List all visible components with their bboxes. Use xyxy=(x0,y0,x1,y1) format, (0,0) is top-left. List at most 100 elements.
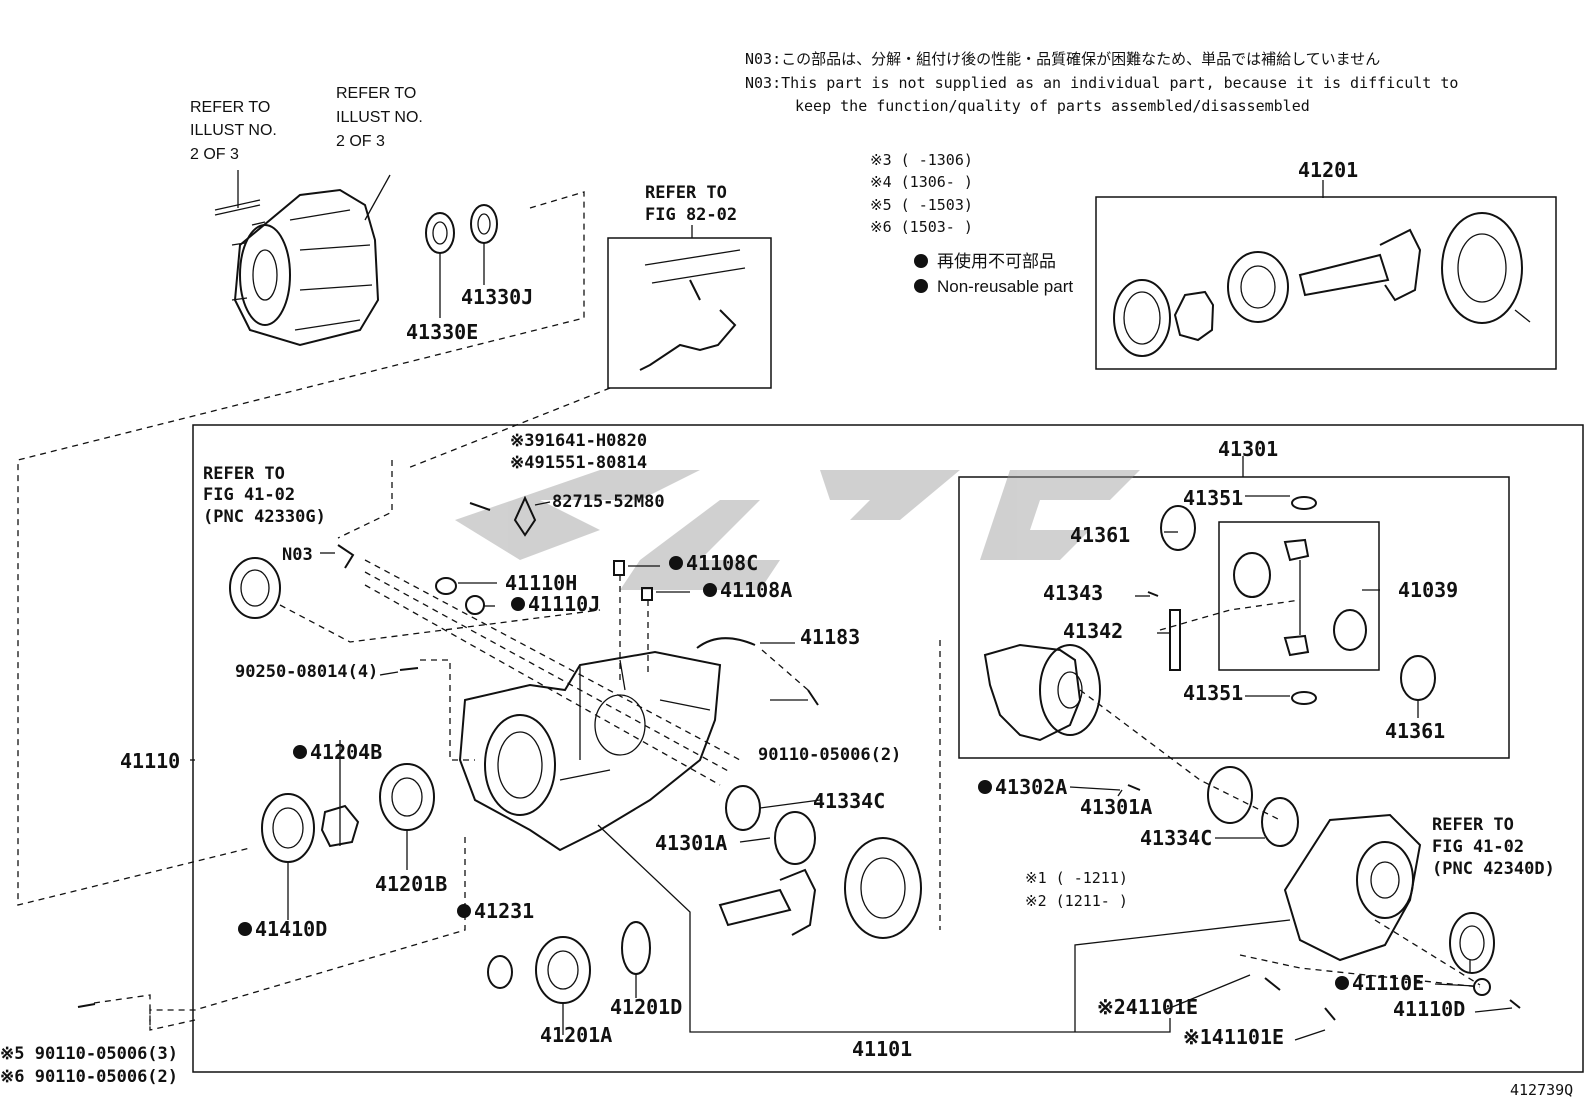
label-41330j[interactable]: 41330J xyxy=(461,285,533,309)
bearing-41201b xyxy=(379,763,435,831)
ring-pinion-kit-frame xyxy=(1095,196,1557,370)
label-41302a[interactable]: 41302A xyxy=(995,775,1067,799)
date-note-2: ※2 (1211- ) xyxy=(1025,892,1128,910)
label-41039[interactable]: 41039 xyxy=(1398,578,1458,602)
label-91641[interactable]: ※391641-H0820 xyxy=(510,431,647,451)
washer-41330e xyxy=(425,212,455,254)
label-41110[interactable]: 41110 xyxy=(120,749,180,773)
refer-illust-a-line3: 2 OF 3 xyxy=(190,146,239,163)
gasket-41110j xyxy=(465,595,485,615)
label-41330e[interactable]: 41330E xyxy=(406,320,478,344)
bearing-41301a-right xyxy=(1207,766,1253,824)
shaft-41342 xyxy=(1169,609,1181,671)
date-note-6: ※6 (1503- ) xyxy=(870,218,973,236)
label-41334c-right[interactable]: 41334C xyxy=(1140,826,1212,850)
pin-90250 xyxy=(399,667,419,671)
drive-pinion-drawing xyxy=(718,868,817,936)
nonreusable-dot-41108a xyxy=(703,583,717,597)
date-note-5: ※5 ( -1503) xyxy=(870,196,973,214)
shim-41334c-right xyxy=(1261,797,1299,847)
label-41361-right[interactable]: 41361 xyxy=(1385,719,1445,743)
bolt-91641 xyxy=(469,502,491,511)
label-82715[interactable]: 82715-52M80 xyxy=(552,492,665,512)
refer-illust-b-line1: REFER TO xyxy=(336,85,416,102)
note-n03-jp: N03:この部品は、分解・組付け後の性能・品質確保が困難なため、単品では補給して… xyxy=(745,50,1380,68)
washer-41361-top xyxy=(1160,505,1196,551)
seal-41410d xyxy=(261,793,315,863)
label-41343[interactable]: 41343 xyxy=(1043,581,1103,605)
label-41342[interactable]: 41342 xyxy=(1063,619,1123,643)
label-90110-upper[interactable]: 90110-05006(2) xyxy=(758,745,901,765)
label-91551[interactable]: ※491551-80814 xyxy=(510,453,647,473)
pinion-gears-41039 xyxy=(1233,538,1367,657)
plug-41110d xyxy=(1509,999,1521,1009)
label-41101e-1[interactable]: ※141101E xyxy=(1183,1025,1284,1049)
race-41201d xyxy=(621,921,651,975)
label-41334c-left[interactable]: 41334C xyxy=(813,789,885,813)
label-41110e[interactable]: 41110E xyxy=(1352,971,1424,995)
shim-41334c-left xyxy=(725,785,761,831)
label-41231[interactable]: 41231 xyxy=(474,899,534,923)
oil-seal-right xyxy=(1449,912,1495,974)
gasket-41110e xyxy=(1473,978,1491,996)
refer-fig-82-line2: FIG 82-02 xyxy=(645,205,737,225)
label-41108c[interactable]: 41108C xyxy=(686,551,758,575)
label-41410d[interactable]: 41410D xyxy=(255,917,327,941)
carrier-housing-drawing xyxy=(458,650,722,852)
date-note-1: ※1 ( -1211) xyxy=(1025,869,1128,887)
label-41201[interactable]: 41201 xyxy=(1298,158,1358,182)
ring-pinion-kit-drawing xyxy=(1113,212,1531,357)
nonreusable-dot-41110e xyxy=(1335,976,1349,990)
refer-fig-41-right-line3: (PNC 42340D) xyxy=(1432,859,1555,879)
nonreusable-dot-41204b xyxy=(293,745,307,759)
plug-41108a xyxy=(641,587,653,601)
date-note-4: ※4 (1306- ) xyxy=(870,173,973,191)
label-90250[interactable]: 90250-08014(4) xyxy=(235,662,378,682)
washer-41351-top xyxy=(1291,496,1317,510)
bearing-41301a-left xyxy=(774,811,816,865)
plug-41108c xyxy=(613,560,625,576)
label-41110h[interactable]: 41110H xyxy=(505,571,577,595)
nonreusable-dot-41302a xyxy=(978,780,992,794)
label-41201d[interactable]: 41201D xyxy=(610,995,682,1019)
nonreusable-dot-41108c xyxy=(669,556,683,570)
label-41110j[interactable]: 41110J xyxy=(528,592,600,616)
label-41183[interactable]: 41183 xyxy=(800,625,860,649)
note-n03-en-line2: keep the function/quality of parts assem… xyxy=(795,97,1310,115)
label-90110-lower-6[interactable]: ※6 90110-05006(2) xyxy=(0,1067,178,1087)
label-41201b[interactable]: 41201B xyxy=(375,872,447,896)
label-41351-bottom[interactable]: 41351 xyxy=(1183,681,1243,705)
legend-nonreusable-en: Non-reusable part xyxy=(937,277,1073,296)
bolt-90110-lower xyxy=(77,1003,96,1008)
bolt-90110-05006 xyxy=(807,689,819,706)
label-41108a[interactable]: 41108A xyxy=(720,578,792,602)
main-assembly-frame xyxy=(192,424,1584,1073)
leader-lines xyxy=(17,170,1513,1041)
label-41301[interactable]: 41301 xyxy=(1218,437,1278,461)
differential-cover-drawing xyxy=(1283,813,1422,962)
legend-dot-jp xyxy=(914,254,928,268)
label-n03[interactable]: N03 xyxy=(282,545,313,565)
refer-illust-b-line2: ILLUST NO. xyxy=(336,109,423,126)
label-41204b[interactable]: 41204B xyxy=(310,740,382,764)
label-41301a-right[interactable]: 41301A xyxy=(1080,795,1152,819)
label-41301a-left[interactable]: 41301A xyxy=(655,831,727,855)
watermark-logo xyxy=(455,470,1140,590)
label-41201a[interactable]: 41201A xyxy=(540,1023,612,1047)
refer-illust-b-line3: 2 OF 3 xyxy=(336,133,385,150)
label-90110-lower-5[interactable]: ※5 90110-05006(3) xyxy=(0,1044,178,1064)
washer-41361-right xyxy=(1400,655,1436,701)
label-41361-left[interactable]: 41361 xyxy=(1070,523,1130,547)
label-41351-top[interactable]: 41351 xyxy=(1183,486,1243,510)
oil-seal-left xyxy=(229,557,281,619)
date-note-3: ※3 ( -1306) xyxy=(870,151,973,169)
label-41101e-2[interactable]: ※241101E xyxy=(1097,995,1198,1019)
breather-n03 xyxy=(337,544,355,569)
washer-41351-bottom xyxy=(1291,691,1317,705)
label-41110d[interactable]: 41110D xyxy=(1393,997,1465,1021)
bolt-41101e-a xyxy=(1264,977,1281,991)
label-41101[interactable]: 41101 xyxy=(852,1037,912,1061)
legend-dot-en xyxy=(914,279,928,293)
